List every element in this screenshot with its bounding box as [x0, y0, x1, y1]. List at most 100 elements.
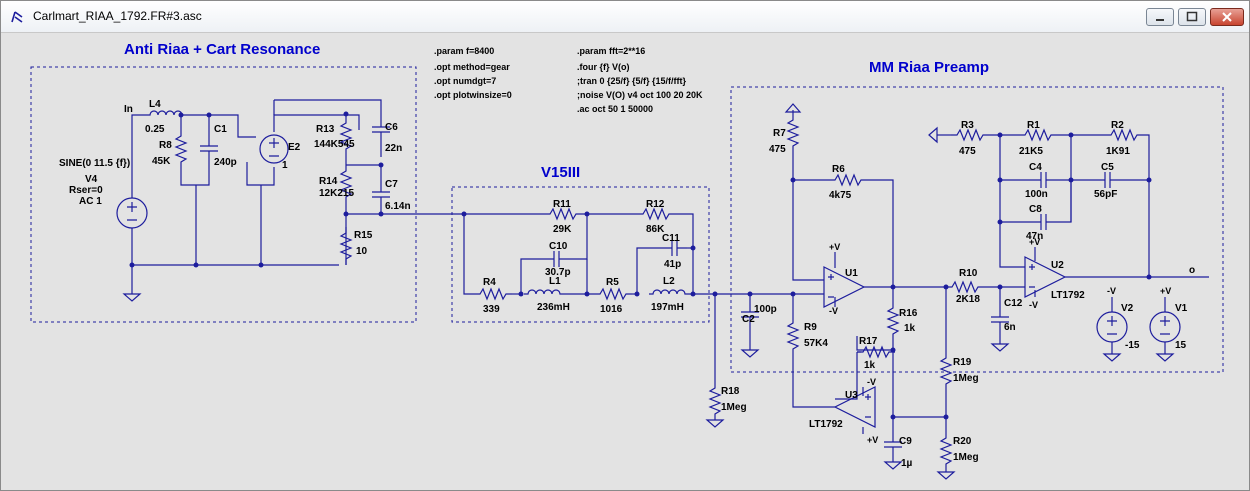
directive: ;tran 0 {25/f} {5/f} {15/f/fft} [577, 76, 687, 86]
label-c9: C9 [899, 436, 912, 447]
label-r6: R6 [832, 164, 845, 175]
label-r2: R2 [1111, 120, 1124, 131]
part-u3: LT1792 [809, 419, 843, 430]
value-c8: 47n [1026, 231, 1043, 242]
label-e2: E2 [288, 142, 301, 153]
value-r7: 475 [769, 144, 786, 155]
value-r8: 45K [152, 156, 171, 167]
anti-riaa-circuit [116, 99, 464, 302]
value-r13: 144K545 [314, 139, 355, 150]
v15iii-box [451, 186, 710, 323]
minimize-button[interactable] [1146, 8, 1174, 26]
label-c7: C7 [385, 179, 398, 190]
mm-riaa-title: MM Riaa Preamp [869, 59, 989, 76]
value-v1: 15 [1175, 340, 1187, 351]
label-v2: V2 [1121, 303, 1134, 314]
label-l1: L1 [549, 276, 561, 287]
label-r5: R5 [606, 277, 619, 288]
value-r15: 10 [356, 246, 368, 257]
value-c9: 1µ [901, 458, 913, 469]
label-r3: R3 [961, 120, 974, 131]
label-r11: R11 [553, 199, 571, 210]
v4-spec-line: V4 [85, 174, 98, 185]
label-c4: C4 [1029, 162, 1042, 173]
maximize-button[interactable] [1178, 8, 1206, 26]
net-in-label: In [124, 104, 133, 115]
label-r1: R1 [1027, 120, 1040, 131]
value-c1: 240p [214, 157, 237, 168]
anti-riaa-box [30, 66, 417, 323]
value-r2: 1K91 [1106, 146, 1130, 157]
v4-spec-line: Rser=0 [69, 185, 103, 196]
label-r10: R10 [959, 268, 978, 279]
v4-spec-line: SINE(0 11.5 {f}) [59, 158, 130, 169]
value-l2: 197mH [651, 302, 684, 313]
directive: .ac oct 50 1 50000 [577, 104, 653, 114]
v15iii-title: V15III [541, 164, 580, 181]
label-c11: C11 [662, 233, 680, 244]
value-r9: 57K4 [804, 338, 828, 349]
directive: .opt method=gear [434, 62, 510, 72]
value-c4: 100n [1025, 189, 1048, 200]
label-v1: V1 [1175, 303, 1188, 314]
value-r11: 29K [553, 224, 572, 235]
label-r7: R7 [773, 128, 786, 139]
value-v2: -15 [1125, 340, 1140, 351]
label-r12: R12 [646, 199, 665, 210]
value-r4: 339 [483, 304, 500, 315]
minimize-icon [1156, 19, 1164, 21]
label-r8: R8 [159, 140, 172, 151]
value-r6: 4k75 [829, 190, 852, 201]
label-r18: R18 [721, 386, 740, 397]
value-c12: 6n [1004, 322, 1016, 333]
mm-riaa-box [730, 86, 1224, 373]
label-u2: U2 [1051, 260, 1064, 271]
window-title: Carlmart_RIAA_1792.FR#3.asc [33, 9, 202, 23]
net-label: +V [1160, 286, 1171, 296]
label-c10: C10 [549, 241, 568, 252]
value-c2: 100p [754, 304, 777, 315]
directive: .param fft=2**16 [577, 46, 645, 56]
label-r14: R14 [319, 176, 338, 187]
net-label: -V [1029, 300, 1038, 310]
label-c6: C6 [385, 122, 398, 133]
label-u3: U3 [845, 390, 858, 401]
label-r19: R19 [953, 357, 972, 368]
value-c7: 6.14n [385, 201, 411, 212]
value-c10: 30.7p [545, 267, 571, 278]
value-r1: 21K5 [1019, 146, 1043, 157]
label-l2: L2 [663, 276, 675, 287]
value-c11: 41p [664, 259, 681, 270]
directive: .opt plotwinsize=0 [434, 90, 512, 100]
net-label: +V [829, 242, 840, 252]
value-r19: 1Meg [953, 373, 979, 384]
label-c1: C1 [214, 124, 227, 135]
directive: ;noise V(O) v4 oct 100 20 20K [577, 90, 703, 100]
directive: .opt numdgt=7 [434, 76, 496, 86]
value-r20: 1Meg [953, 452, 979, 463]
label-r20: R20 [953, 436, 972, 447]
schematic-canvas[interactable]: Anti Riaa + Cart Resonance V15III MM Ria… [9, 32, 1241, 487]
label-r13: R13 [316, 124, 335, 135]
net-label: -V [1107, 286, 1116, 296]
label-c8: C8 [1029, 204, 1042, 215]
label-c2: C2 [742, 314, 755, 325]
value-r5: 1016 [600, 304, 623, 315]
label-r15: R15 [354, 230, 373, 241]
v4-spec-line: AC 1 [79, 196, 102, 207]
value-l4: 0.25 [145, 124, 165, 135]
label-c5: C5 [1101, 162, 1114, 173]
value-c5: 56pF [1094, 189, 1117, 200]
net-out-label: o [1189, 265, 1195, 276]
value-r17: 1k [864, 360, 876, 371]
directive: .param f=8400 [434, 46, 494, 56]
close-icon [1222, 12, 1232, 22]
title-bar[interactable]: Carlmart_RIAA_1792.FR#3.asc [1, 1, 1249, 33]
label-r4: R4 [483, 277, 496, 288]
value-r16: 1k [904, 323, 916, 334]
v15iii-circuit [461, 208, 709, 300]
value-r3: 475 [959, 146, 976, 157]
close-button[interactable] [1210, 8, 1244, 26]
value-r14: 12K215 [319, 188, 354, 199]
